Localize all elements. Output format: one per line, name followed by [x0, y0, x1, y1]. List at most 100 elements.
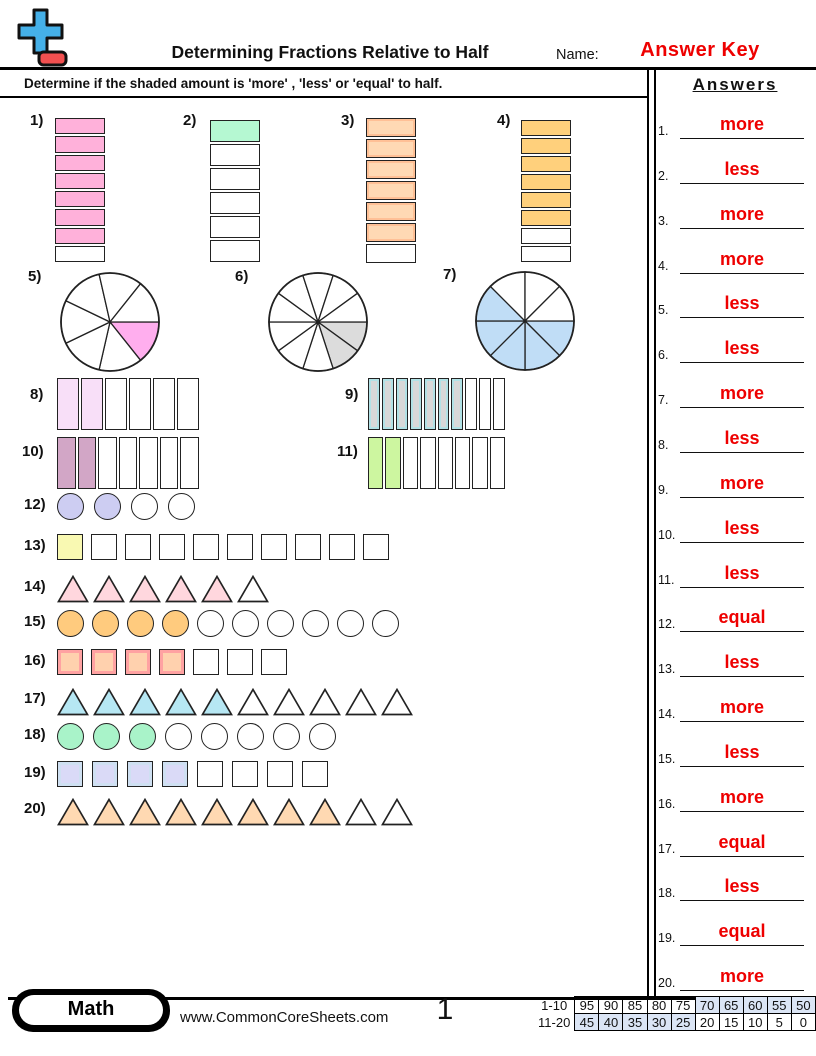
square-shape: [159, 534, 185, 560]
answer-number: 1.: [658, 124, 669, 138]
answer-line: less: [680, 428, 804, 453]
answer-number: 6.: [658, 348, 669, 363]
square-shape: [197, 761, 223, 787]
bar-segment: [521, 174, 571, 190]
answer-number: 19.: [658, 931, 676, 946]
grade-cell: 95: [574, 996, 600, 1014]
square-shape: [159, 649, 185, 675]
bar-segment: [210, 192, 260, 214]
bar-segment: [118, 437, 138, 489]
circle-shape: [92, 610, 119, 637]
bar-segment: [366, 181, 416, 200]
triangle-shape: [57, 798, 89, 826]
triangle-shape: [165, 688, 197, 716]
circle-shape: [57, 493, 84, 520]
answer-value: more: [719, 966, 764, 987]
problem-1-number: 1): [30, 112, 44, 129]
pie-rim: [60, 272, 160, 372]
problem-18-number: 18): [24, 726, 46, 743]
problem-19-number: 19): [24, 764, 46, 781]
problem-16-shapes: [57, 649, 287, 675]
triangle-shape: [273, 688, 305, 716]
answers-title: Answers: [692, 75, 778, 94]
bar-segment: [521, 228, 571, 244]
bar-segment: [55, 172, 105, 189]
problem-5-pie: [60, 272, 160, 372]
bar-segment: [210, 120, 260, 142]
problem-3-vbar: [366, 118, 416, 263]
circle-shape: [168, 493, 195, 520]
answer-item-3: 3.more: [656, 195, 814, 229]
answer-number: 17.: [658, 841, 676, 856]
answer-item-9: 9.more: [656, 464, 814, 498]
circle-shape: [337, 610, 364, 637]
problem-17-number: 17): [24, 690, 46, 707]
answer-line: more: [680, 787, 804, 812]
problem-13-number: 13): [24, 537, 46, 554]
answer-line: equal: [680, 832, 804, 857]
square-shape: [57, 761, 83, 787]
answer-number: 16.: [658, 796, 676, 811]
problem-12-shapes: [57, 493, 195, 520]
circle-shape: [232, 610, 259, 637]
grade-cell: 20: [694, 1013, 720, 1031]
problem-8-hbar: [57, 378, 199, 430]
square-shape: [91, 534, 117, 560]
answer-line: less: [680, 652, 804, 678]
square-shape: [232, 761, 258, 787]
triangle-shape: [129, 798, 161, 826]
circle-shape: [197, 610, 224, 637]
grade-cell: 10: [742, 1013, 768, 1031]
answer-value: less: [724, 338, 760, 359]
bar-segment: [521, 120, 571, 136]
grade-row-label: 11-20: [538, 1014, 571, 1030]
grade-cell: 30: [646, 1013, 672, 1031]
answer-value: less: [724, 876, 760, 897]
grade-cell: 40: [598, 1013, 624, 1031]
bar-segment: [521, 192, 571, 208]
circle-shape: [131, 493, 158, 520]
page-number: 1: [436, 993, 454, 1026]
circle-shape: [57, 610, 84, 637]
problem-9-hbar: [368, 378, 506, 430]
answer-item-14: 14.more: [656, 688, 814, 723]
problem-15-shapes: [57, 610, 399, 637]
bar-segment: [521, 246, 571, 262]
bar-segment: [210, 168, 260, 190]
circle-shape: [273, 723, 300, 750]
bar-segment: [57, 437, 76, 489]
answer-item-7: 7.more: [656, 374, 814, 409]
square-shape: [193, 534, 219, 560]
bar-segment: [385, 437, 401, 489]
bar-segment: [451, 378, 464, 430]
problem-18-shapes: [57, 723, 336, 750]
bar-segment: [55, 136, 105, 153]
answer-value: more: [719, 697, 764, 718]
answer-line: more: [680, 383, 804, 409]
header-rule: [0, 67, 816, 70]
problem-10-number: 10): [22, 443, 44, 460]
triangle-shape: [345, 688, 377, 716]
bar-segment: [420, 437, 436, 489]
bar-segment: [465, 378, 478, 430]
bar-segment: [210, 144, 260, 166]
pie-rim: [475, 271, 575, 371]
answer-line: more: [680, 473, 804, 498]
answer-number: 4.: [658, 258, 669, 273]
answer-value: more: [719, 383, 764, 404]
square-shape: [329, 534, 355, 560]
answer-value: more: [719, 248, 764, 269]
answer-item-20: 20.more: [656, 957, 814, 992]
problem-6-pie: [268, 272, 368, 372]
problem-13-shapes: [57, 534, 389, 560]
square-shape: [267, 761, 293, 787]
bar-segment: [98, 437, 117, 489]
answer-number: 5.: [658, 303, 669, 318]
answer-line: more: [680, 249, 804, 274]
triangle-shape: [237, 575, 269, 603]
bar-segment: [395, 378, 408, 430]
answer-item-10: 10.less: [656, 509, 814, 543]
bar-segment: [366, 160, 416, 179]
answer-value: more: [719, 472, 764, 493]
